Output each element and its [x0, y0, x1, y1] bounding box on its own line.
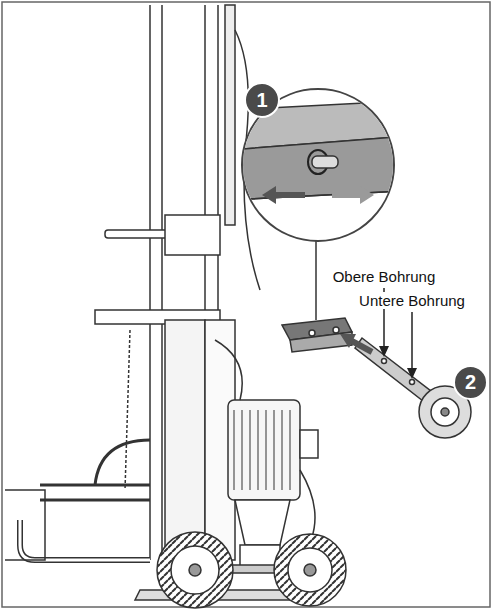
callout-number: 2 — [453, 365, 488, 400]
leader-lower — [411, 312, 413, 374]
part-label: Obere Bohrung — [332, 268, 437, 285]
detail-leader — [315, 240, 317, 320]
insert-arrowhead — [340, 334, 356, 348]
callout-number: 1 — [244, 82, 280, 118]
leader-upper-head — [379, 346, 389, 357]
callout-text: 2 — [465, 371, 476, 394]
callout-text: 1 — [256, 89, 267, 112]
part-label: Untere Bohrung — [358, 292, 466, 309]
leader-lower-head — [407, 368, 417, 379]
insert-arrow — [350, 340, 372, 352]
